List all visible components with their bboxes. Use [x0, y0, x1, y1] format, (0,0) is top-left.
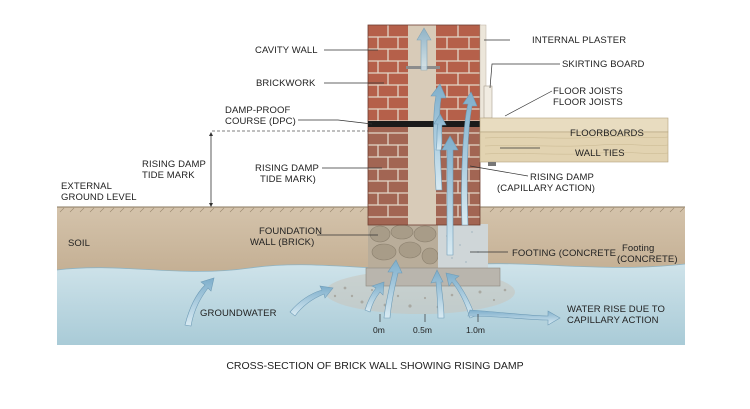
rising-arrow-1 [441, 135, 459, 256]
tide-mark-left-line2: TIDE MARK [142, 170, 195, 181]
foundation [365, 224, 501, 287]
external-ground-line1: EXTERNAL [61, 181, 112, 192]
damp-proof-course [368, 121, 480, 127]
dpc-label-line1: DAMP-PROOF [225, 105, 290, 116]
soil-label: SOIL [68, 238, 90, 249]
upflow-arrow-1 [364, 281, 385, 313]
upflow-arrow-4 [430, 269, 445, 319]
dpc-label-line2: COURSE (DPC) [225, 116, 296, 127]
tide-mark-mid-line2: TIDE MARK) [260, 174, 316, 185]
cavity-wall-label: CAVITY WALL [255, 45, 318, 56]
scale-10m: 1.0m [466, 325, 485, 335]
leader-lines [298, 39, 560, 322]
rising-damp-cap-line1: RISING DAMP [530, 172, 594, 183]
diagram-caption: CROSS-SECTION OF BRICK WALL SHOWING RISI… [226, 360, 523, 372]
rising-damp-cap-line2: (CAPILLARY ACTION) [497, 183, 595, 194]
upflow-arrow-3 [445, 272, 476, 319]
footing-label-2-line2: (CONCRETE) [617, 254, 678, 265]
foundation-wall-line1: FOUNDATION [259, 226, 322, 237]
groundwater-label: GROUNDWATER [200, 308, 277, 319]
floor-structure [479, 117, 669, 166]
groundwater-arrow-left [184, 277, 215, 327]
floor-joists-label-2: FLOOR JOISTS [553, 97, 623, 108]
wall-ties-label: WALL TIES [575, 148, 625, 159]
upflow-arrow-2 [383, 259, 403, 319]
groundwater-arrow-mid [289, 285, 334, 317]
water-rise-arrow [467, 309, 561, 326]
internal-plaster-label: INTERNAL PLASTER [532, 35, 626, 46]
footing-label-2-line1: Footing [622, 243, 654, 254]
brickwork-label: BRICKWORK [256, 78, 316, 89]
cavity-arrow [416, 27, 432, 71]
tide-mark-left-line1: RISING DAMP [142, 159, 206, 170]
small-arrow-right [433, 113, 447, 151]
floor-joists-label-1: FLOOR JOISTS [553, 86, 623, 97]
skirting-board [483, 85, 493, 119]
skirting-board-label: SKIRTING BOARD [562, 59, 645, 70]
moisture-arrows [184, 27, 561, 327]
footing-label-1: FOOTING (CONCRETE [512, 248, 616, 259]
water-rise-line1: WATER RISE DUE TO [567, 304, 665, 315]
floorboards-label: FLOORBOARDS [570, 128, 644, 139]
foundation-wall-line2: WALL (BRICK) [250, 237, 314, 248]
scale-05m: 0.5m [413, 325, 432, 335]
concrete-footing [365, 267, 501, 287]
water-rise-line2: CAPILLARY ACTION [567, 315, 659, 326]
footing-column [438, 224, 488, 270]
tide-mark-mid-line1: RISING DAMP [255, 163, 319, 174]
scale-0m: 0m [373, 325, 385, 335]
external-ground-line2: GROUND LEVEL [61, 192, 137, 203]
rising-arrow-2 [461, 91, 478, 226]
